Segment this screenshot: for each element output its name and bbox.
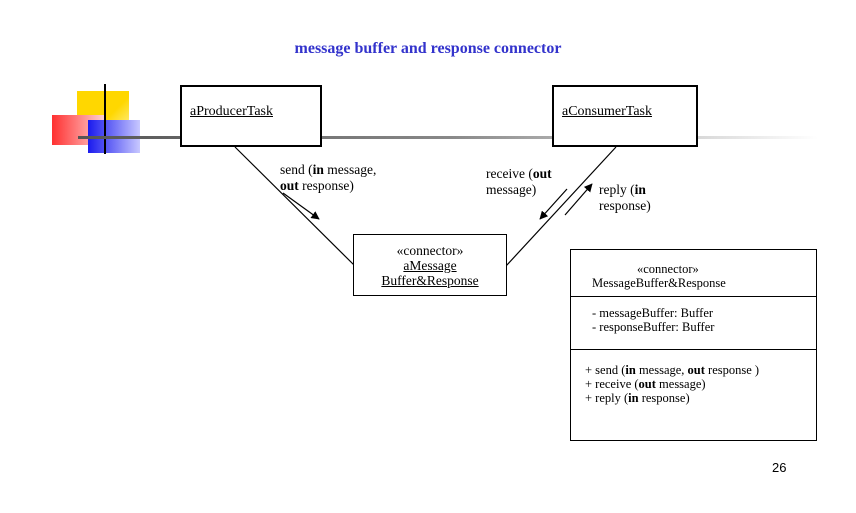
class-attribute: - messageBuffer: Buffer xyxy=(592,306,714,320)
receive-arrow xyxy=(539,188,568,220)
send-label: send (in message, out response) xyxy=(280,162,377,193)
decor-horizontal-rule xyxy=(78,136,818,139)
consumer-connector-link xyxy=(505,146,617,267)
class-separator-2 xyxy=(571,349,816,350)
class-operations-section: + send (in message, out response ) + rec… xyxy=(571,363,816,405)
class-operation-receive: + receive (out message) xyxy=(585,377,706,391)
reply-arrow xyxy=(564,183,593,216)
connector-object-box: «connector» aMessage Buffer&Response xyxy=(353,234,507,296)
page-title: message buffer and response connector xyxy=(294,40,562,57)
class-attribute: - responseBuffer: Buffer xyxy=(592,320,715,334)
connector-class-box: «connector» MessageBuffer&Response - mes… xyxy=(570,249,817,441)
decor-vertical-line xyxy=(104,84,106,154)
consumer-task-name: aConsumerTask xyxy=(562,104,653,119)
receive-label: receive (out message) xyxy=(486,166,552,197)
class-separator-1 xyxy=(571,296,816,297)
class-attributes-section: - messageBuffer: Buffer - responseBuffer… xyxy=(571,306,816,334)
class-stereotype: «connector» xyxy=(637,262,699,276)
class-operation-reply: + reply (in response) xyxy=(585,391,690,405)
producer-task-box: aProducerTask xyxy=(180,85,322,147)
send-arrow xyxy=(282,192,320,220)
connector-object-stereotype: «connector» xyxy=(396,243,464,258)
consumer-task-box: aConsumerTask xyxy=(552,85,698,147)
class-operation-send: + send (in message, out response ) xyxy=(585,363,760,377)
producer-connector-link xyxy=(234,146,356,267)
page-number: 26 xyxy=(772,460,787,475)
reply-label: reply (in response) xyxy=(599,182,651,213)
class-name-section: «connector» MessageBuffer&Response xyxy=(571,262,816,290)
connector-object-name-line1: aMessage xyxy=(403,258,457,273)
producer-task-name: aProducerTask xyxy=(190,104,273,119)
class-name: MessageBuffer&Response xyxy=(592,276,726,290)
connector-object-name-line2: Buffer&Response xyxy=(381,273,479,288)
